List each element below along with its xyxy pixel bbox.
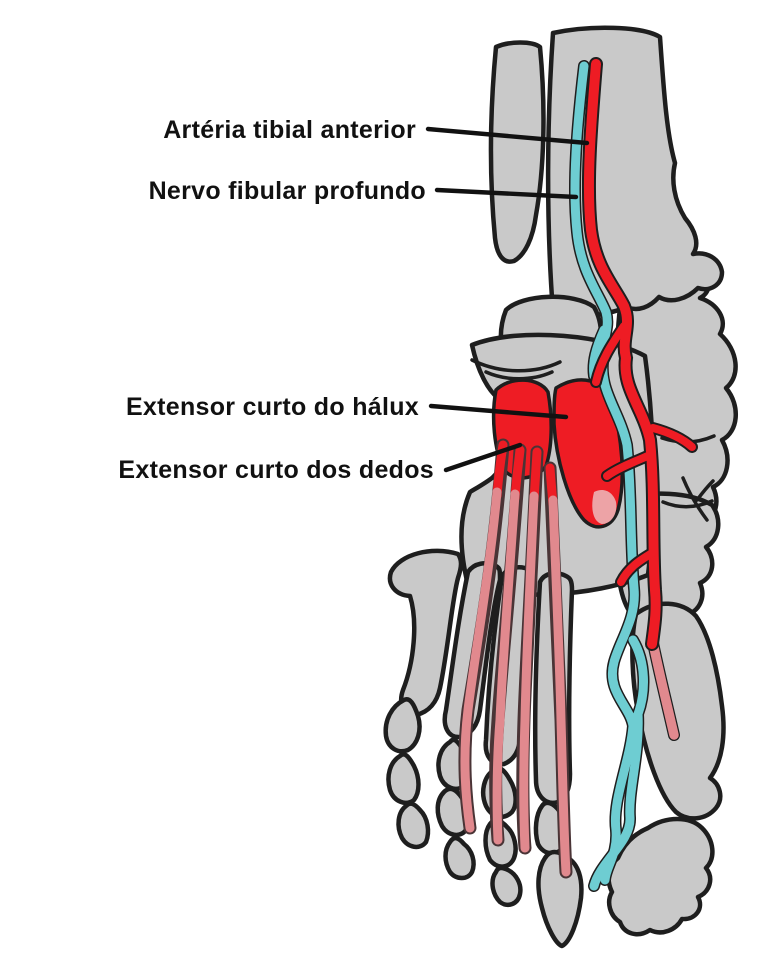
toe-4-phalanx-3 bbox=[443, 835, 476, 881]
label-arteria-tibial-anterior: Artéria tibial anterior bbox=[163, 116, 416, 144]
extensor-tendon-toe2 bbox=[516, 445, 544, 855]
labels-layer: Artéria tibial anterior Nervo fibular pr… bbox=[118, 116, 590, 484]
deep-fibular-nerve bbox=[568, 60, 650, 892]
extensor-tendon-toe1 bbox=[543, 461, 573, 879]
artery-branch-lateral bbox=[649, 424, 696, 451]
ehb-tendon-transition bbox=[592, 490, 617, 524]
artery-branch-malleolar bbox=[592, 322, 628, 386]
toe-3-phalanx-3 bbox=[490, 865, 523, 907]
nerve-main bbox=[570, 61, 639, 885]
fibula-bone bbox=[488, 40, 546, 264]
leader-line-artery bbox=[425, 126, 590, 146]
heel-joint-line-2 bbox=[661, 499, 714, 509]
toe-5-phalanx-3 bbox=[396, 801, 431, 850]
toe-5-phalanx-2 bbox=[386, 752, 421, 805]
leader-line-nerve bbox=[434, 187, 579, 200]
tendon-pink-part bbox=[548, 495, 571, 877]
vessels-layer bbox=[568, 57, 698, 892]
artery-branch-arcuate bbox=[617, 548, 658, 586]
leader-line-ehb bbox=[428, 403, 569, 420]
toe-5-phalanx-1 bbox=[383, 697, 422, 754]
artery-branch-lateral-tarsal bbox=[603, 451, 654, 480]
label-extensor-curto-dos-dedos: Extensor curto dos dedos bbox=[118, 456, 434, 484]
leader-line-edb bbox=[443, 442, 523, 473]
tendon-pink-part bbox=[519, 491, 539, 853]
label-nervo-fibular-profundo: Nervo fibular profundo bbox=[149, 177, 426, 205]
tendon-pink-part bbox=[460, 487, 502, 833]
tendon-pink-part bbox=[492, 489, 520, 845]
heel-fork-line bbox=[681, 476, 715, 522]
tendons-layer bbox=[458, 438, 573, 879]
anterior-tibial-artery bbox=[581, 57, 698, 651]
talus-joint-line bbox=[470, 358, 562, 373]
nerve-branch bbox=[589, 635, 648, 891]
label-extensor-curto-do-halux: Extensor curto do hálux bbox=[126, 393, 419, 421]
artery-main bbox=[583, 59, 661, 649]
extensor-tendon-toe3 bbox=[489, 443, 527, 847]
